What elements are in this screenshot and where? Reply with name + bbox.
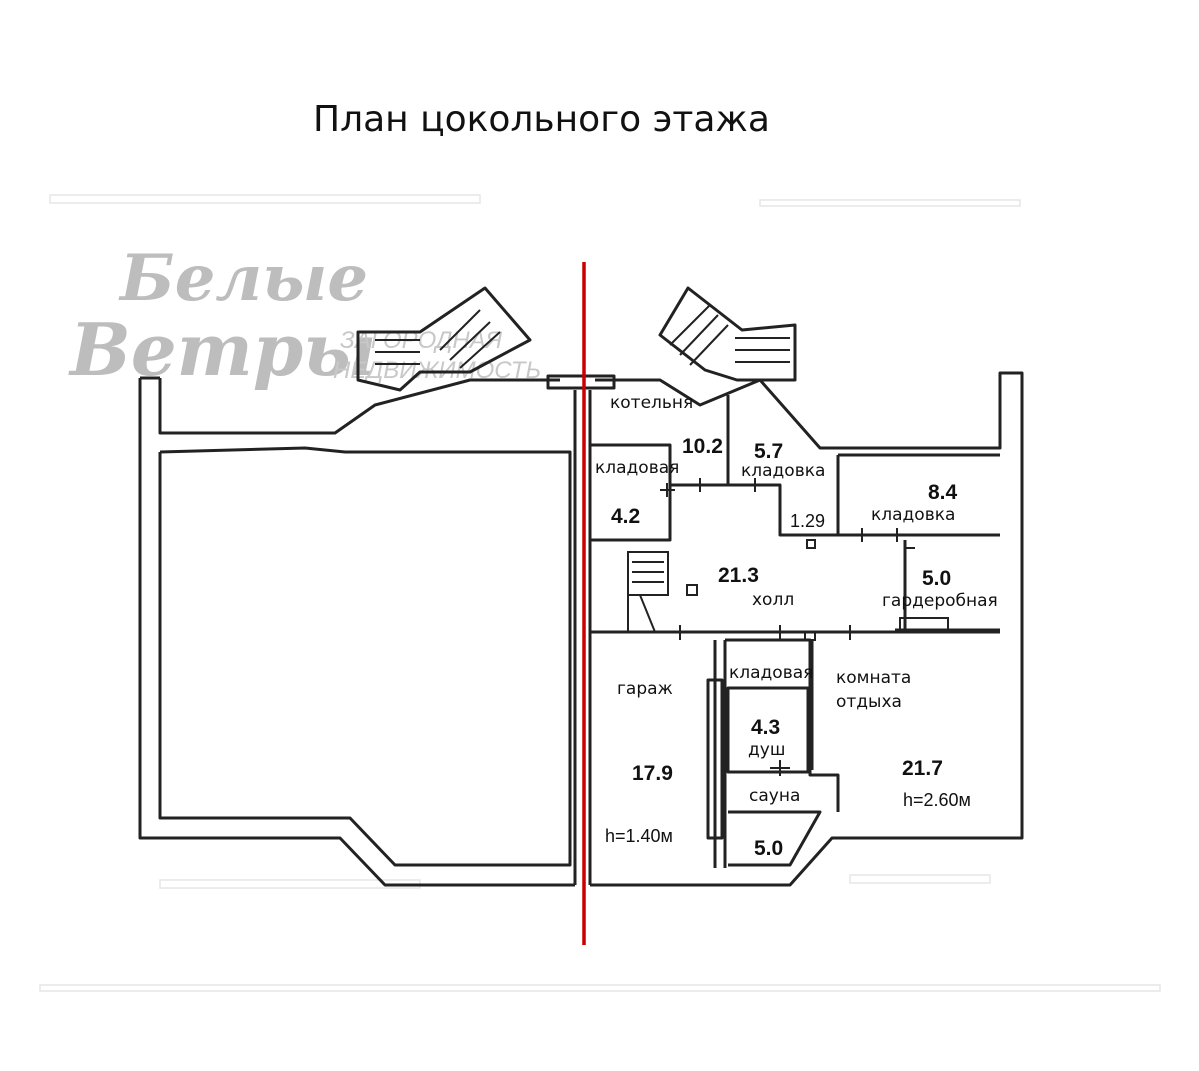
outer-walls — [138, 286, 1024, 887]
brand-logo: Белые Ветры ЗАГОРОДНАЯ НЕДВИЖИМОСТЬ — [68, 241, 541, 392]
storage-right-area: 8.4 — [928, 481, 958, 504]
garage-height: h=1.40м — [605, 826, 673, 846]
pantry-left-area: 4.2 — [611, 505, 640, 528]
door-marks — [660, 478, 915, 776]
logo-line-1: Белые — [118, 241, 368, 316]
rest-room-label-2: отдыха — [836, 692, 902, 712]
wardrobe-area: 5.0 — [922, 567, 951, 590]
pantry-small-label: кладовая — [729, 663, 813, 683]
shower-area: 4.3 — [751, 716, 780, 739]
storage-right-label: кладовка — [871, 505, 955, 525]
boiler-label: котельня — [610, 393, 693, 413]
boiler-area: 10.2 — [682, 435, 723, 458]
hall-label: холл — [752, 590, 794, 610]
nook-area: 1.29 — [790, 511, 825, 531]
hall-area: 21.3 — [718, 564, 759, 587]
room-labels: котельня 10.2 кладовая 4.2 5.7 кладовка … — [595, 393, 998, 860]
interior-walls — [590, 395, 1000, 868]
shower-label: душ — [748, 740, 785, 760]
garage-label: гараж — [617, 679, 673, 699]
garage-area: 17.9 — [632, 762, 673, 785]
pantry-left-label: кладовая — [595, 458, 679, 478]
storage-mid-area: 5.7 — [754, 440, 783, 463]
plan-title: План цокольного этажа — [313, 99, 770, 140]
storage-mid-label: кладовка — [741, 461, 825, 481]
wardrobe-label: гардеробная — [882, 591, 998, 611]
rest-room-height: h=2.60м — [903, 790, 971, 810]
sauna-area: 5.0 — [754, 837, 783, 860]
rest-room-area: 21.7 — [902, 757, 943, 780]
sauna-label: сауна — [749, 786, 800, 806]
rest-room-label-1: комната — [836, 668, 911, 688]
logo-line-2: Ветры — [68, 307, 376, 392]
